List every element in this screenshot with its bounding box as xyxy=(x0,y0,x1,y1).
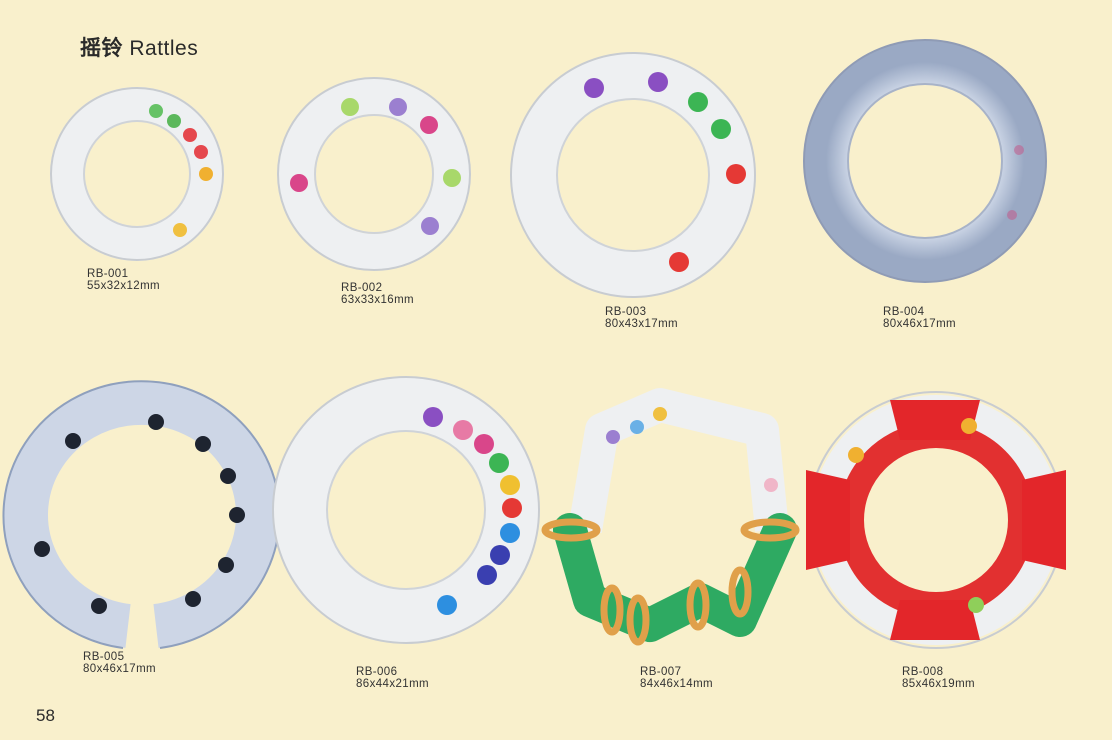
title-english: Rattles xyxy=(129,37,199,60)
product-code: RB-008 xyxy=(902,666,944,678)
product-code: RB-005 xyxy=(83,651,125,663)
product-size: 80x46x17mm xyxy=(83,663,157,675)
product-label-rb-003: RB-003 80x43x17mm xyxy=(605,306,678,330)
product-size: 84x46x14mm xyxy=(640,678,714,690)
product-label-rb-006: RB-006 86x44x21mm xyxy=(356,666,429,690)
product-code: RB-002 xyxy=(341,282,383,294)
title-chinese: 摇铃 xyxy=(80,36,123,60)
product-code: RB-001 xyxy=(87,268,129,280)
product-label-rb-005: RB-005 80x46x17mm xyxy=(83,651,156,675)
product-size: 85x46x19mm xyxy=(902,678,976,690)
product-code: RB-006 xyxy=(356,666,398,678)
product-label-rb-007: RB-007 84x46x14mm xyxy=(640,666,713,690)
product-code: RB-003 xyxy=(605,306,647,318)
product-label-rb-002: RB-002 63x33x16mm xyxy=(341,282,414,306)
product-code: RB-004 xyxy=(883,306,925,318)
product-code: RB-007 xyxy=(640,666,682,678)
product-label-rb-008: RB-008 85x46x19mm xyxy=(902,666,975,690)
product-label-rb-004: RB-004 80x46x17mm xyxy=(883,306,956,330)
page-title: 摇铃 Rattles xyxy=(80,32,198,62)
product-size: 80x46x17mm xyxy=(883,318,957,330)
product-label-rb-001: RB-001 55x32x12mm xyxy=(87,268,160,292)
page-number: 58 xyxy=(36,706,55,725)
product-size: 63x33x16mm xyxy=(341,294,415,306)
product-size: 55x32x12mm xyxy=(87,280,161,292)
product-size: 86x44x21mm xyxy=(356,678,430,690)
product-size: 80x43x17mm xyxy=(605,318,679,330)
